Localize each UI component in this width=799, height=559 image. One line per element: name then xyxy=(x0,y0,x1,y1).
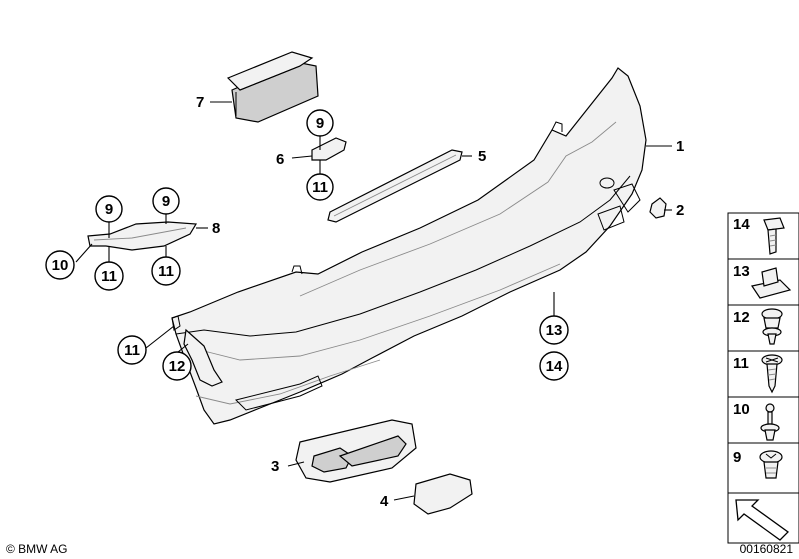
svg-text:13: 13 xyxy=(546,322,563,339)
callout-11-bumper: 11 xyxy=(117,335,147,365)
side-bracket xyxy=(183,328,223,387)
legend-row-9 xyxy=(727,442,799,494)
label-part-2: 2 xyxy=(676,202,684,219)
bolt-icon xyxy=(763,217,785,255)
callout-13: 13 xyxy=(539,315,569,345)
small-bracket xyxy=(311,137,347,161)
arrow-icon xyxy=(735,499,789,541)
snap-rivet-icon xyxy=(759,450,783,479)
callout-10: 10 xyxy=(45,250,75,280)
svg-text:9: 9 xyxy=(162,193,170,210)
fastener-legend: 14 13 12 11 10 9 xyxy=(727,212,799,544)
svg-text:11: 11 xyxy=(312,179,328,196)
reflector xyxy=(413,473,473,515)
legend-num-10: 10 xyxy=(733,401,750,418)
callout-9-mid: 9 xyxy=(152,187,180,215)
reflector-housing xyxy=(295,419,417,483)
clip-part xyxy=(649,197,667,219)
label-part-1: 1 xyxy=(676,138,684,155)
svg-text:14: 14 xyxy=(546,358,563,375)
leader-lines xyxy=(75,101,672,501)
legend-num-12: 12 xyxy=(733,309,750,326)
callout-14: 14 xyxy=(539,351,569,381)
label-part-4: 4 xyxy=(380,493,389,510)
svg-text:11: 11 xyxy=(124,342,140,359)
callout-11-top: 11 xyxy=(306,173,334,201)
copyright-notice: © BMW AG xyxy=(6,542,68,556)
svg-text:11: 11 xyxy=(101,268,117,285)
legend-row-14 xyxy=(727,212,799,260)
legend-num-9: 9 xyxy=(733,449,741,466)
legend-num-14: 14 xyxy=(733,216,750,233)
svg-text:10: 10 xyxy=(52,257,69,274)
label-part-3: 3 xyxy=(271,458,279,475)
legend-num-11: 11 xyxy=(733,355,749,372)
svg-text:9: 9 xyxy=(105,201,113,218)
rubber-pad xyxy=(226,51,319,123)
callout-11-mid: 11 xyxy=(151,256,181,286)
callout-12: 12 xyxy=(162,351,192,381)
callout-9-top: 9 xyxy=(306,109,334,137)
svg-text:12: 12 xyxy=(169,358,186,375)
rear-bumper-cover xyxy=(171,67,647,425)
label-part-8: 8 xyxy=(212,220,220,237)
push-pin-icon xyxy=(760,403,780,441)
legend-num-13: 13 xyxy=(733,263,750,280)
callout-9-left: 9 xyxy=(95,195,123,223)
svg-text:9: 9 xyxy=(316,115,324,132)
document-number: 00160821 xyxy=(739,542,793,556)
label-part-6: 6 xyxy=(276,151,284,168)
callout-11-left: 11 xyxy=(94,261,124,291)
svg-text:11: 11 xyxy=(158,263,174,280)
screw-icon xyxy=(761,354,783,394)
label-part-5: 5 xyxy=(478,148,486,165)
legend-row-10 xyxy=(727,396,799,444)
label-part-7: 7 xyxy=(196,94,204,111)
expanding-rivet-icon xyxy=(761,308,783,345)
clip-nut-icon xyxy=(751,267,792,299)
